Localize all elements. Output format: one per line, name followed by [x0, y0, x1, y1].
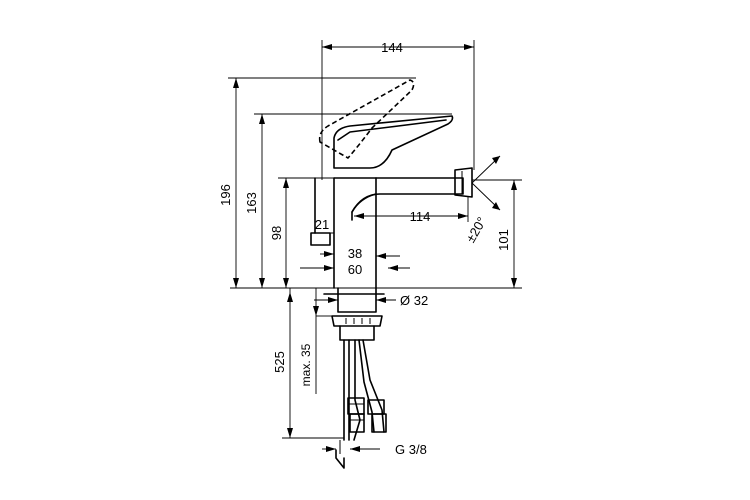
dim-g38: G 3/8 — [395, 442, 427, 457]
dim-101: 101 — [496, 229, 511, 251]
dim-60: 60 — [348, 262, 362, 277]
dim-angle: ±20° — [463, 214, 489, 245]
dim-525: 525 — [272, 351, 287, 373]
dim-21: 21 — [315, 217, 329, 232]
dim-196: 196 — [218, 184, 233, 206]
dim-38: 38 — [348, 246, 362, 261]
dim-114: 114 — [410, 209, 431, 224]
dim-98: 98 — [269, 226, 284, 240]
dim-163: 163 — [244, 192, 259, 214]
dim-diameter: Ø 32 — [400, 293, 428, 308]
faucet-outline — [230, 79, 522, 469]
dim-144: 144 — [381, 40, 403, 55]
dim-max-35: max. 35 — [299, 343, 313, 386]
dimension-lines — [228, 40, 522, 452]
